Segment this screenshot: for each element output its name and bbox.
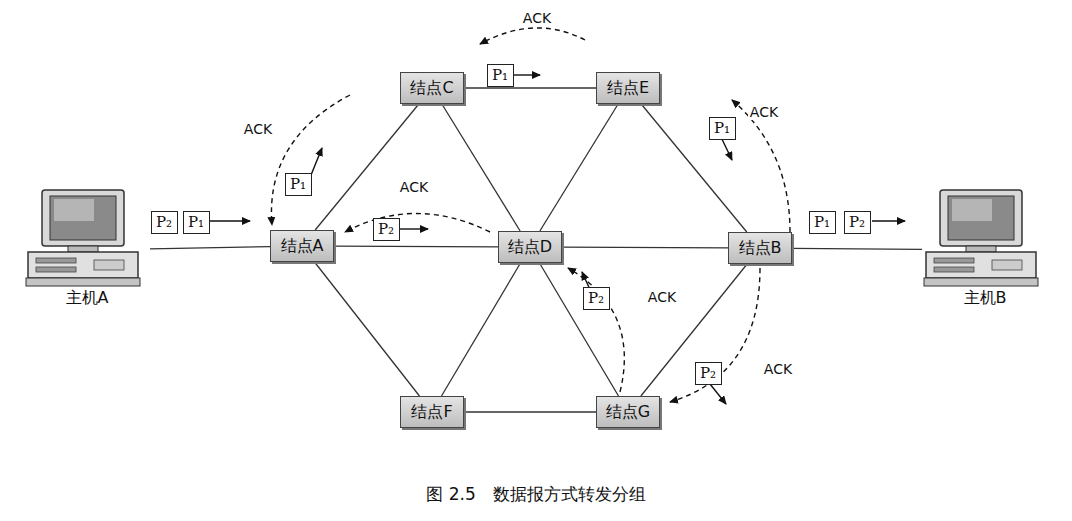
- link-line: [562, 246, 728, 248]
- host-computer: 主机A: [24, 188, 150, 312]
- node-label: 结点G: [606, 402, 650, 423]
- computer-icon: [922, 188, 1040, 288]
- node-label: 主机A: [24, 288, 150, 309]
- switch-node: 结点D: [498, 231, 562, 263]
- switch-node: 结点B: [728, 232, 792, 264]
- node-label: 结点D: [508, 237, 552, 258]
- switch-node: 结点A: [270, 230, 334, 262]
- link-line: [150, 247, 270, 249]
- ack-label: ACK: [398, 179, 430, 195]
- packet-box: P₁: [285, 173, 312, 196]
- link-line: [792, 248, 922, 249]
- packet-box: P₁: [487, 64, 514, 87]
- packet-box: P₂: [583, 287, 610, 310]
- packet-label: P₁: [290, 175, 306, 193]
- figure-caption: 图 2.5 数据报方式转发分组: [426, 483, 645, 506]
- link-line: [315, 262, 420, 396]
- packet-box: P₂: [844, 211, 871, 234]
- packet-label: P₂: [588, 289, 604, 307]
- packet-box: P₂: [695, 362, 722, 385]
- ack-label: ACK: [748, 104, 780, 120]
- node-label: 结点C: [410, 78, 453, 99]
- packet-box: P₁: [183, 211, 210, 234]
- switch-node: 结点C: [400, 72, 464, 104]
- node-label: 结点A: [281, 236, 324, 257]
- packet-box: P₂: [151, 211, 178, 234]
- link-line: [315, 104, 419, 230]
- ack-label: ACK: [521, 10, 553, 26]
- link-line: [442, 104, 520, 231]
- node-label: 结点B: [739, 238, 782, 259]
- ack-label: ACK: [646, 289, 678, 305]
- packet-label: P₁: [714, 119, 730, 137]
- link-line: [641, 104, 747, 232]
- packet-label: P₁: [188, 213, 204, 231]
- packet-box: P₂: [373, 218, 400, 241]
- packet-box: P₁: [709, 117, 736, 140]
- switch-node: 结点E: [596, 72, 660, 104]
- link-line: [540, 104, 618, 231]
- packet-label: P₂: [378, 220, 394, 238]
- packet-label: P₁: [492, 66, 508, 84]
- ack-label: ACK: [762, 361, 794, 377]
- packet-label: P₂: [156, 213, 172, 231]
- node-label: 结点E: [607, 78, 649, 99]
- node-label: 结点F: [411, 402, 452, 423]
- host-computer: 主机B: [922, 188, 1048, 312]
- link-line: [641, 264, 747, 396]
- node-label: 主机B: [922, 288, 1048, 309]
- link-line: [334, 245, 498, 247]
- switch-node: 结点G: [596, 396, 660, 428]
- switch-node: 结点F: [400, 396, 464, 428]
- ack-label: ACK: [242, 121, 274, 137]
- packet-box: P₁: [809, 211, 836, 234]
- link-line: [464, 87, 596, 88]
- packet-label: P₂: [849, 213, 865, 231]
- link-line: [442, 263, 521, 396]
- packet-label: P₁: [814, 213, 830, 231]
- packet-label: P₂: [700, 364, 716, 382]
- link-line: [540, 263, 619, 396]
- link-line: [464, 411, 596, 412]
- computer-icon: [24, 188, 142, 288]
